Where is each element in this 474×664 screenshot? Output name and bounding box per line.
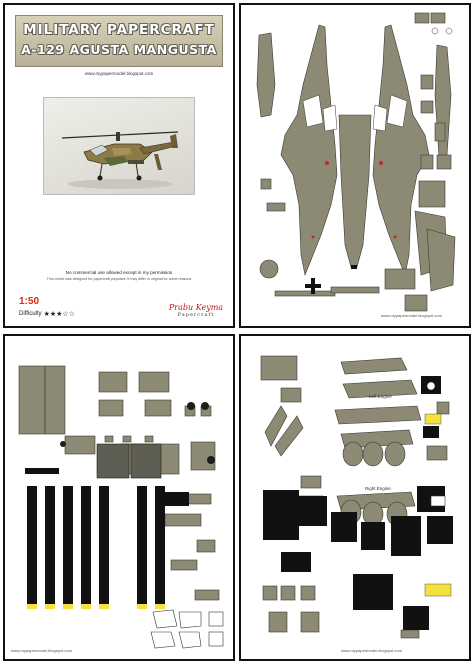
helicopter-photo: [43, 97, 195, 195]
page-1-url: www.mypapermodel.blogspot.com: [381, 313, 442, 318]
parts-sheet-2-drawing: [18, 365, 224, 649]
difficulty-label: Difficulty: [19, 311, 42, 317]
cover-banner: MILITARY PAPERCRAFT A-129 AGUSTA MANGUST…: [15, 15, 223, 67]
difficulty-rating: Difficulty ★★★☆☆: [19, 310, 75, 318]
difficulty-stars: ★★★☆☆: [43, 311, 75, 318]
page-2-url: www.mypapermodel.blogspot.com: [11, 648, 72, 653]
engine-pod-left: [256, 32, 276, 118]
logo-name: Prabu Keyma: [168, 303, 224, 312]
tail-boom: [338, 114, 372, 268]
parts-sheet-1-drawing: [256, 12, 456, 312]
design-note: This model was designed for papercraft p…: [46, 277, 192, 281]
logo-subtitle: Papercraft: [177, 312, 215, 318]
left-engine-label: Left Engine: [369, 394, 392, 399]
cover-subtitle: A-129 AGUSTA MANGUSTA: [21, 42, 217, 57]
scale-label: 1:50: [19, 296, 40, 307]
fuselage-left-half: [280, 24, 338, 277]
parts-sheet-3: Left Engine Right Engine www.mypapermode…: [239, 334, 471, 661]
parts-sheet-3-drawing: [260, 355, 453, 639]
cover-sheet: MILITARY PAPERCRAFT A-129 AGUSTA MANGUST…: [3, 3, 235, 328]
right-engine-label: Right Engine: [365, 486, 391, 491]
brand-logo: Prabu Keyma Papercraft: [163, 303, 229, 318]
parts-sheet-1: www.mypapermodel.blogspot.com: [239, 3, 471, 328]
copyright-note: No commercial use allowed except in my p…: [65, 270, 173, 275]
cover-url: www.mypapermodel.blogspot.com: [84, 71, 154, 76]
cover-title: MILITARY PAPERCRAFT: [23, 22, 215, 38]
stub-wing-panel-2: [426, 228, 456, 292]
parts-sheet-2: www.mypapermodel.blogspot.com: [3, 334, 235, 661]
page-3-url: www.mypapermodel.blogspot.com: [341, 648, 402, 653]
